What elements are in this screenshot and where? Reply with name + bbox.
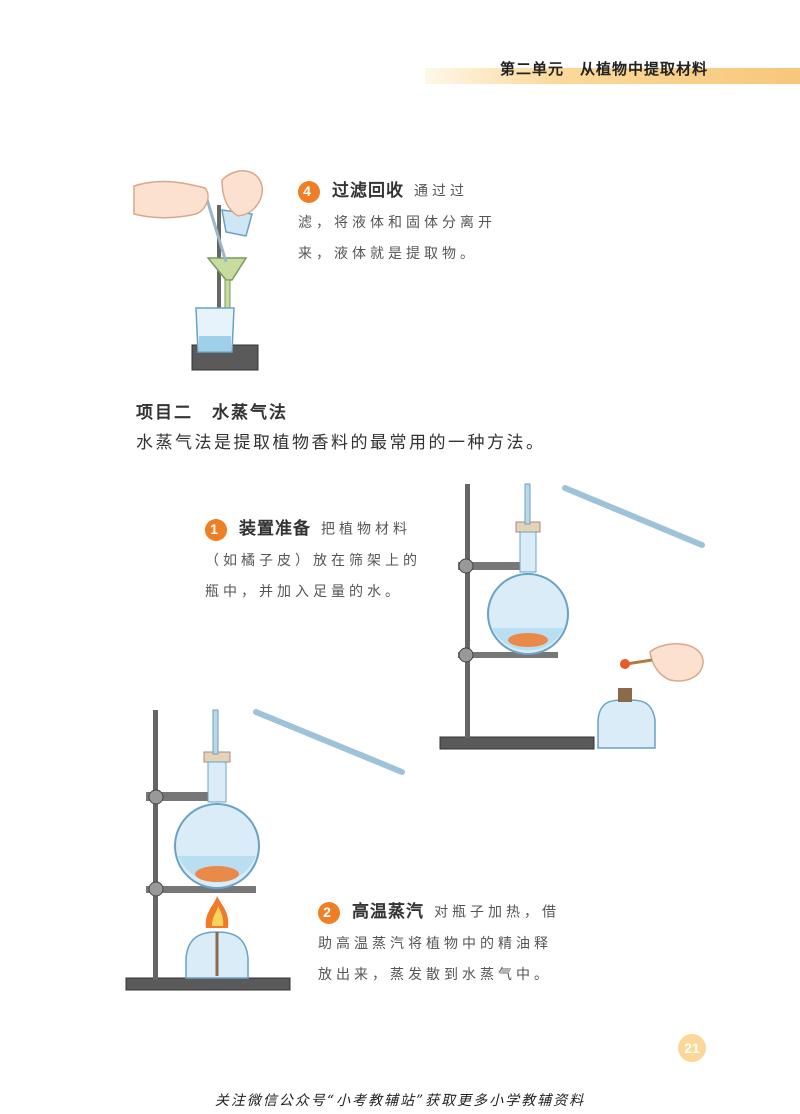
step2-line-2: 助高温蒸汽将植物中的精油释 — [318, 935, 552, 952]
page-number: 21 — [678, 1034, 706, 1062]
section-description: 水蒸气法是提取植物香料的最常用的一种方法。 — [136, 433, 546, 453]
step2-line-3: 放出来，蒸发散到水蒸气中。 — [318, 966, 552, 983]
step2-title: 高温蒸汽 — [352, 902, 424, 922]
step1-line-3: 瓶中，并加入足量的水。 — [205, 583, 403, 600]
step4-block: 4 过滤回收通过过 滤，将液体和固体分离开 来，液体就是提取物。 — [298, 176, 538, 270]
unit-title: 第二单元 从植物中提取材料 — [499, 60, 708, 78]
step4-line-1: 通过过 — [414, 183, 468, 200]
step1-title: 装置准备 — [239, 519, 311, 539]
step1-badge: 1 — [205, 518, 227, 541]
step4-line-3: 来，液体就是提取物。 — [298, 245, 478, 262]
step1-block: 1 装置准备把植物材料 （如橘子皮）放在筛架上的 瓶中，并加入足量的水。 — [205, 514, 445, 608]
step2-block: 2 高温蒸汽对瓶子加热，借 助高温蒸汽将植物中的精油释 放出来，蒸发散到水蒸气中。 — [318, 897, 588, 991]
step4-badge: 4 — [298, 180, 320, 203]
step4-title: 过滤回收 — [332, 181, 404, 201]
step1-line-1: 把植物材料 — [321, 521, 411, 538]
footer-note: 关注微信公众号“小考教辅站”获取更多小学教辅资料 — [214, 1093, 586, 1109]
step2-line-1: 对瓶子加热，借 — [434, 904, 560, 921]
step2-badge: 2 — [318, 901, 340, 924]
step1-line-2: （如橘子皮）放在筛架上的 — [205, 552, 421, 569]
header-band — [425, 68, 800, 84]
section-heading: 项目二 水蒸气法 — [136, 403, 288, 423]
step4-line-2: 滤，将液体和固体分离开 — [298, 214, 496, 231]
